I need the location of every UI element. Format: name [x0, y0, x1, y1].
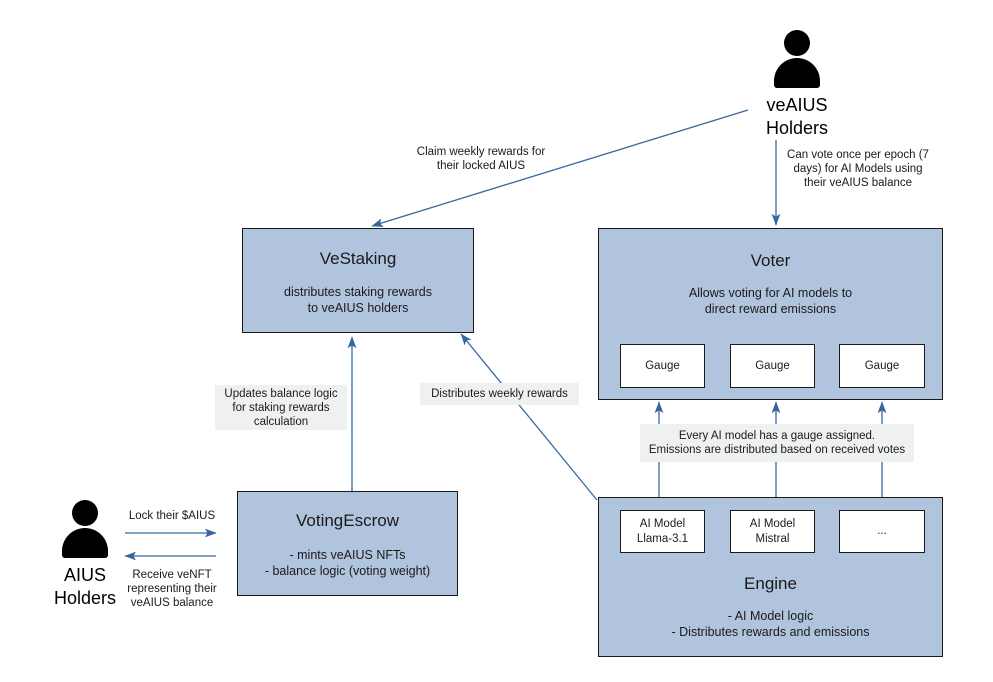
gauge-label-1: Gauge [645, 359, 680, 372]
edge-label-updates-balance-logic: Updates balance logic for staking reward… [215, 385, 347, 430]
edge-label-lock-their-aius: Lock their $AIUS [128, 510, 216, 522]
ai-model-box-1[interactable]: AI Model Llama-3.1 [620, 510, 705, 553]
node-title-voter: Voter [750, 251, 791, 270]
ai-model-label-3: ... [877, 525, 887, 537]
person-icon [771, 30, 823, 88]
person-icon [59, 500, 111, 558]
node-desc-voter: Allows voting for AI models to direct re… [688, 286, 853, 316]
node-desc-vestaking: distributes staking rewards to veAIUS ho… [284, 285, 432, 315]
actor-label-aius-holders: AIUS Holders [53, 565, 117, 608]
edge-label-receive-venft: Receive veNFT representing their veAIUS … [127, 569, 217, 609]
ai-model-label-1: AI Model Llama-3.1 [636, 517, 689, 545]
node-desc-engine: - AI Model logic - Distributes rewards a… [671, 609, 870, 639]
edge-label-gauge-assignment-note: Every AI model has a gauge assigned. Emi… [640, 424, 914, 462]
actor-label-veaius-holders: veAIUS Holders [765, 95, 829, 138]
actor-aius-holders[interactable]: AIUS Holders [30, 500, 140, 610]
gauge-label-2: Gauge [755, 359, 790, 372]
gauge-box-1[interactable]: Gauge [620, 344, 705, 388]
node-title-vestaking: VeStaking [319, 249, 397, 268]
edge-label-distributes-weekly-rewards: Distributes weekly rewards [420, 383, 579, 405]
gauge-box-3[interactable]: Gauge [839, 344, 925, 388]
gauge-label-3: Gauge [864, 359, 900, 372]
node-title-engine: Engine [744, 574, 797, 593]
node-votingescrow[interactable]: VotingEscrow - mints veAIUS NFTs - balan… [237, 491, 458, 596]
ai-model-box-2[interactable]: AI Model Mistral [730, 510, 815, 553]
node-title-votingescrow: VotingEscrow [296, 511, 399, 530]
node-desc-votingescrow: - mints veAIUS NFTs - balance logic (vot… [264, 548, 431, 578]
connector-engine-to-vestaking [460, 333, 598, 501]
ai-model-box-3[interactable]: ... [839, 510, 925, 553]
gauge-box-2[interactable]: Gauge [730, 344, 815, 388]
node-vestaking[interactable]: VeStaking distributes staking rewards to… [242, 228, 474, 333]
ai-model-label-2: AI Model Mistral [749, 517, 796, 545]
actor-veaius-holders[interactable]: veAIUS Holders [742, 30, 852, 140]
edge-label-claim-weekly-rewards: Claim weekly rewards for their locked AI… [416, 146, 546, 172]
edge-label-can-vote-once-per-epoch: Can vote once per epoch (7 days) for AI … [787, 149, 929, 189]
